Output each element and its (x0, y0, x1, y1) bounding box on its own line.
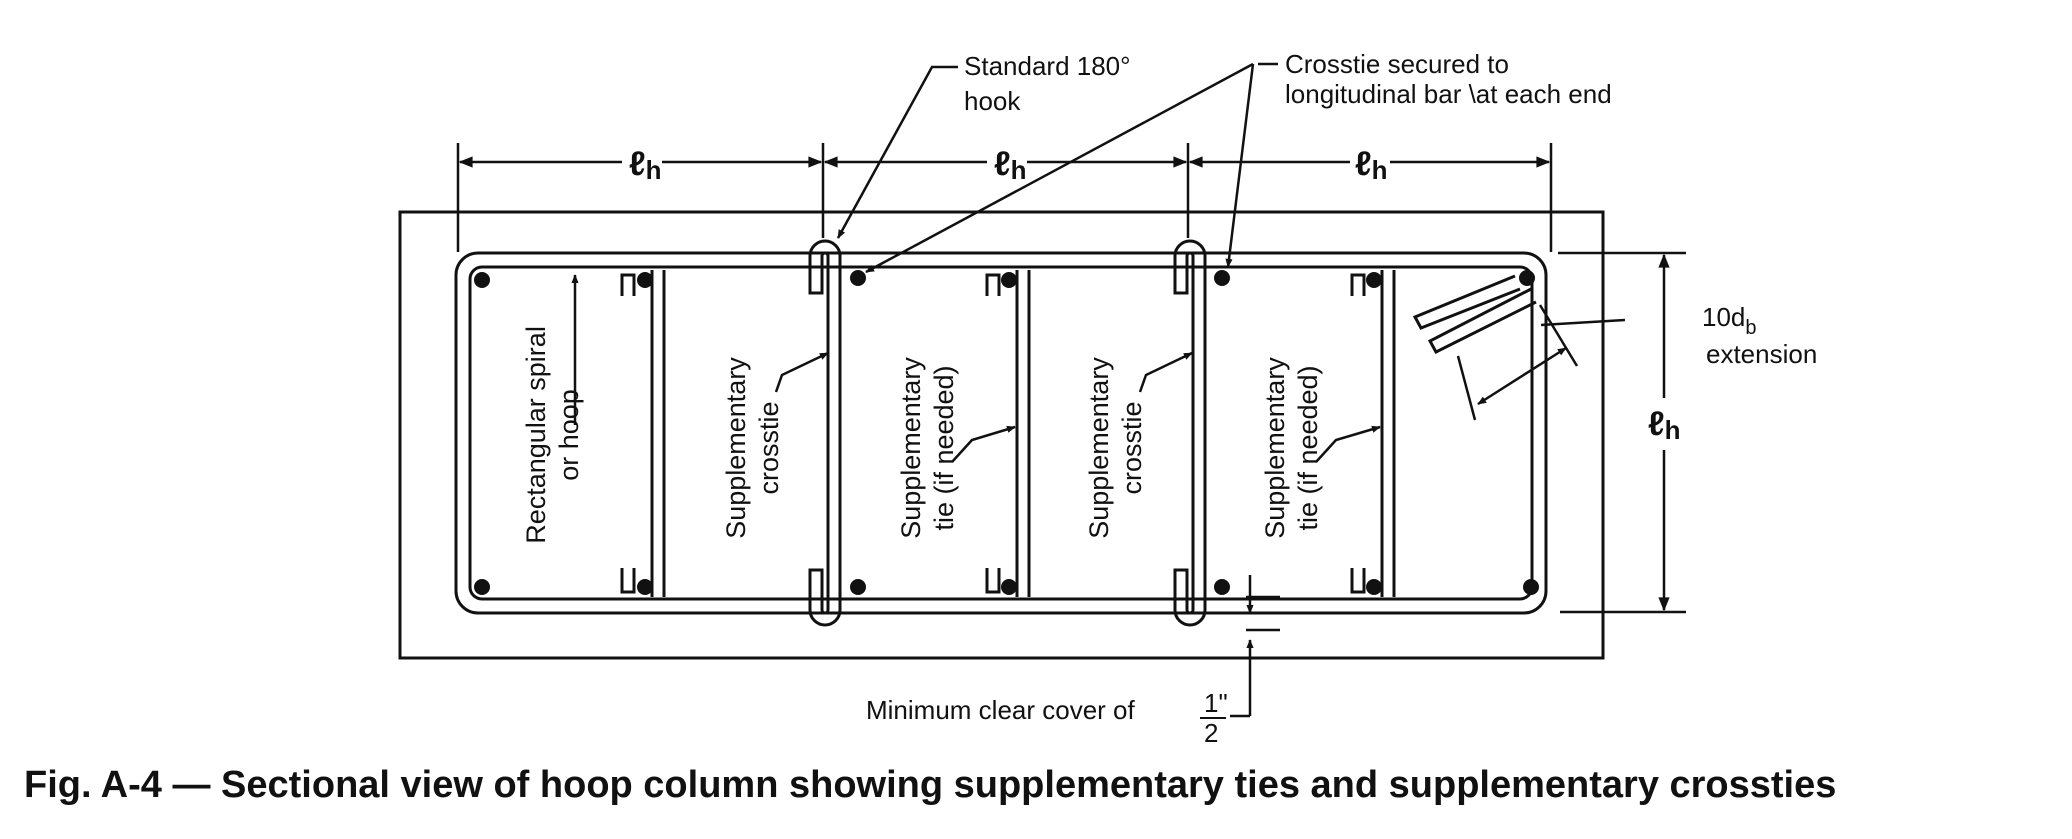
cover-label: Minimum clear cover of (866, 695, 1136, 725)
lh-symbol: ℓ (1355, 145, 1372, 183)
cover-fraction-numerator: 1" (1204, 688, 1228, 718)
tie-a-line2: tie (if needed) (929, 365, 959, 530)
lh-subscript: h (1372, 155, 1388, 185)
tie-b-line2: tie (if needed) (1293, 365, 1323, 530)
label-crosstie-a: Supplementary crosstie (721, 357, 784, 539)
extension-dimension (1456, 304, 1626, 421)
tie-hooks (620, 273, 1366, 594)
svg-text:ℓh: ℓh (629, 145, 662, 185)
label-tie-a: Supplementary tie (if needed) (896, 357, 959, 539)
extension-label-word: extension (1706, 339, 1817, 369)
right-dimension-line (1558, 251, 1686, 614)
corner-hook-extension (1412, 274, 1537, 354)
column-outline (398, 210, 1605, 660)
tie-b-line1: Supplementary (1260, 357, 1290, 539)
crosstie-b-line2: crosstie (1117, 401, 1147, 494)
label-tie-b: Supplementary tie (if needed) (1260, 357, 1323, 539)
crosstie-a-line1: Supplementary (721, 357, 751, 539)
lh-subscript: h (646, 155, 662, 185)
crosstie-secured-line1: Crosstie secured to (1285, 49, 1509, 79)
rectangular-hoop (454, 251, 1548, 615)
crosstie-b-leader (1138, 351, 1193, 393)
extension-value: 10d (1702, 302, 1745, 332)
label-crosstie-b: Supplementary crosstie (1084, 357, 1147, 539)
cover-dimension (1230, 575, 1280, 718)
longitudinal-bars (474, 270, 1539, 595)
right-dimension-label: ℓh (1648, 405, 1681, 445)
cover-fraction-denominator: 2 (1204, 718, 1218, 748)
crosstie-callout-leaders (865, 62, 1278, 274)
lh-subscript: h (1665, 415, 1681, 445)
crosstie-a-line2: crosstie (754, 401, 784, 494)
figure-caption: Fig. A-4 — Sectional view of hoop column… (24, 764, 1836, 806)
crosstie-b-line1: Supplementary (1084, 357, 1114, 539)
top-dimension-labels: ℓh ℓh ℓh (629, 145, 1388, 185)
crosstie-a-leader (774, 351, 829, 393)
crosstie-hooks (808, 239, 1207, 627)
crosstie-secured-line2: longitudinal bar \at each end (1285, 79, 1612, 109)
hoop-label-line2: or hoop (554, 389, 584, 481)
top-dimension-lines (456, 143, 1553, 252)
supplementary-crosstie-lines (826, 255, 1207, 610)
tie-b-leader (1315, 425, 1381, 463)
supplementary-tie-lines (650, 270, 1396, 597)
hoop-label-line1: Rectangular spiral (521, 326, 551, 544)
lh-symbol: ℓ (1648, 405, 1665, 443)
tie-a-leader (951, 425, 1016, 463)
extension-subscript: b (1745, 317, 1756, 339)
lh-subscript: h (1011, 155, 1027, 185)
hook-callout-leader (836, 65, 958, 239)
svg-text:ℓh: ℓh (1355, 145, 1388, 185)
hook-label-line1: Standard 180° (964, 51, 1131, 81)
svg-text:ℓh: ℓh (994, 145, 1027, 185)
tie-a-line1: Supplementary (896, 357, 926, 539)
lh-symbol: ℓ (629, 145, 646, 183)
extension-label-main: 10db (1702, 302, 1757, 339)
hook-label-line2: hook (964, 86, 1021, 116)
label-hoop: Rectangular spiral or hoop (521, 326, 584, 544)
lh-symbol: ℓ (994, 145, 1011, 183)
